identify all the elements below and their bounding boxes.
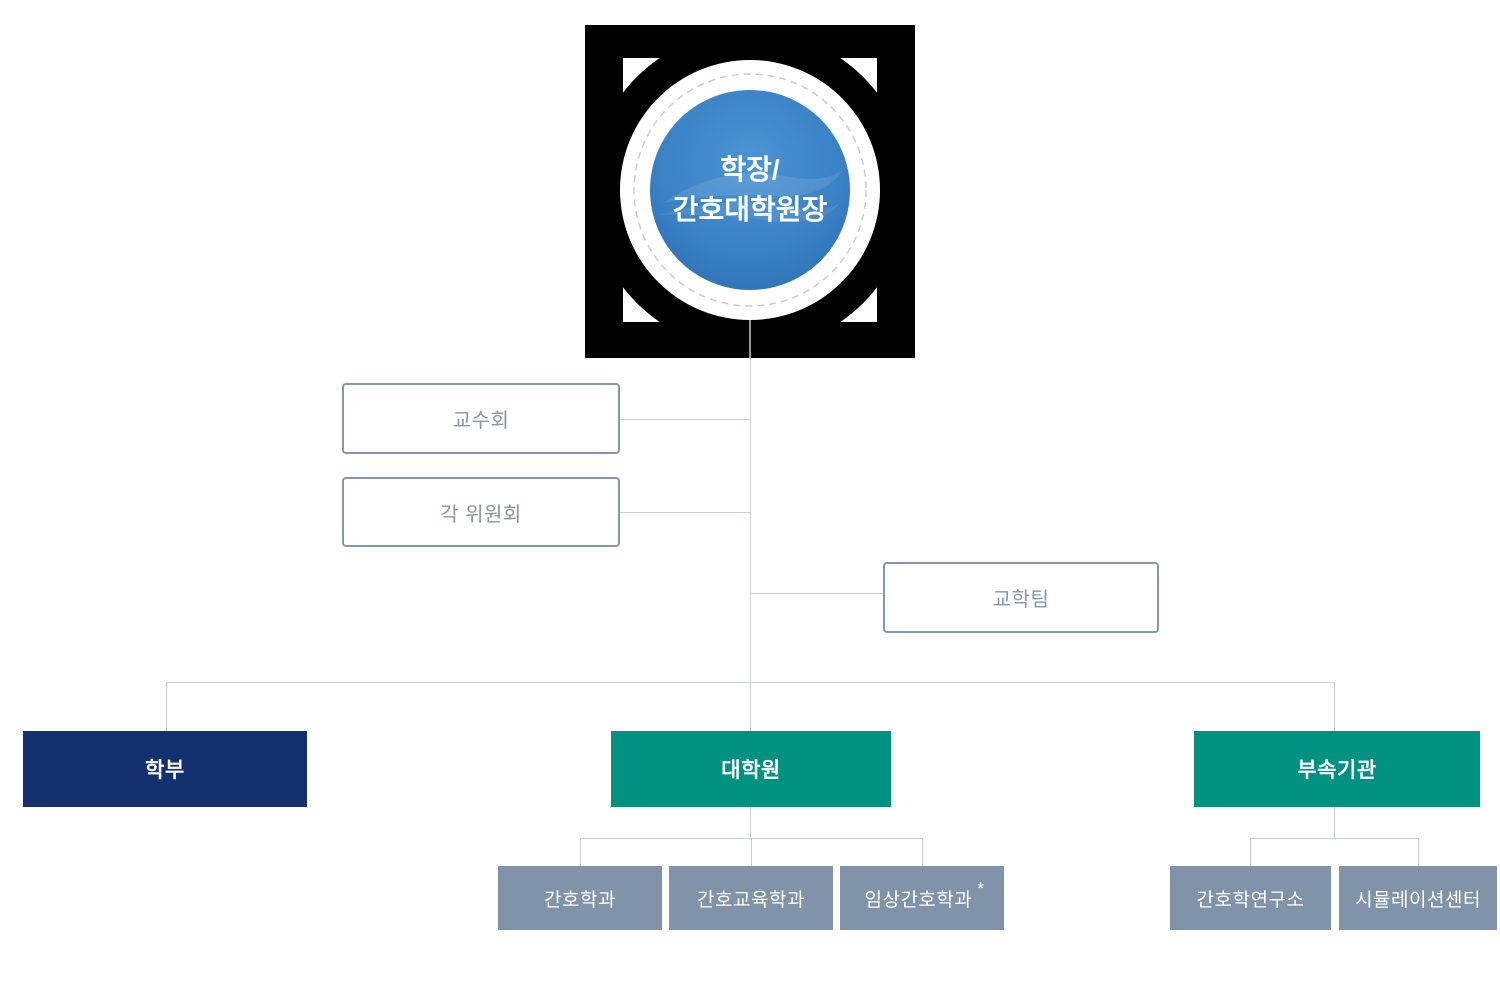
affiliated-organizations-division-box: 부속기관 (1194, 731, 1480, 807)
nursing-research-institute-box: 간호학연구소 (1170, 866, 1331, 930)
faculty-council-box: 교수회 (342, 383, 620, 454)
nursing-dept-label: 간호학과 (544, 889, 616, 911)
connector-council-1 (620, 419, 750, 420)
connector-grad-drop-1 (580, 838, 581, 866)
connector-council-2 (620, 512, 750, 513)
graduate-school-division-box: 대학원 (611, 731, 891, 807)
emblem-swoosh-decoration-2 (659, 202, 840, 222)
connector-affiliate-horizontal (1250, 838, 1418, 839)
emblem-blue-disc (650, 90, 850, 290)
clinical-nursing-dept-box: 임상간호학과* (840, 866, 1004, 930)
connector-affiliate-drop-2 (1418, 838, 1419, 866)
connector-drop-division-2 (750, 682, 751, 731)
faculty-council-label: 교수회 (452, 410, 510, 432)
clinical-nursing-dept-label: 임상간호학과 (864, 889, 973, 911)
connector-grad-drop-3 (922, 838, 923, 866)
connector-grad-stem (750, 807, 751, 838)
academic-affairs-team-box: 교학팀 (883, 562, 1159, 633)
dean-emblem: 학장/ 간호대학원장 (585, 25, 915, 358)
nursing-research-institute-label: 간호학연구소 (1196, 889, 1305, 911)
affiliated-organizations-division-label: 부속기관 (1297, 759, 1377, 782)
undergraduate-division-box: 학부 (23, 731, 307, 807)
nursing-education-dept-label: 간호교육학과 (697, 889, 805, 911)
emblem-dashed-ring (633, 73, 867, 307)
connector-drop-division-1 (166, 682, 167, 731)
graduate-school-division-label: 대학원 (721, 759, 781, 782)
emblem-swoosh-decoration (663, 169, 843, 203)
simulation-center-label: 시뮬레이션센터 (1355, 889, 1481, 911)
connector-team (750, 593, 883, 594)
undergraduate-division-label: 학부 (145, 759, 185, 782)
committees-label: 각 위원회 (440, 503, 522, 526)
root-label-line1: 학장/ (720, 154, 780, 185)
nursing-dept-box: 간호학과 (498, 866, 662, 930)
connector-root-stem (750, 358, 751, 682)
committees-box: 각 위원회 (342, 477, 620, 547)
root-label-line2: 간호대학원장 (673, 194, 828, 225)
simulation-center-box: 시뮬레이션센터 (1339, 866, 1497, 930)
nursing-education-dept-box: 간호교육학과 (669, 866, 833, 930)
academic-affairs-team-label: 교학팀 (992, 589, 1050, 611)
connector-affiliate-stem (1334, 807, 1335, 838)
connector-grad-drop-2 (751, 838, 752, 866)
connector-drop-division-3 (1334, 682, 1335, 731)
connector-affiliate-drop-1 (1250, 838, 1251, 866)
